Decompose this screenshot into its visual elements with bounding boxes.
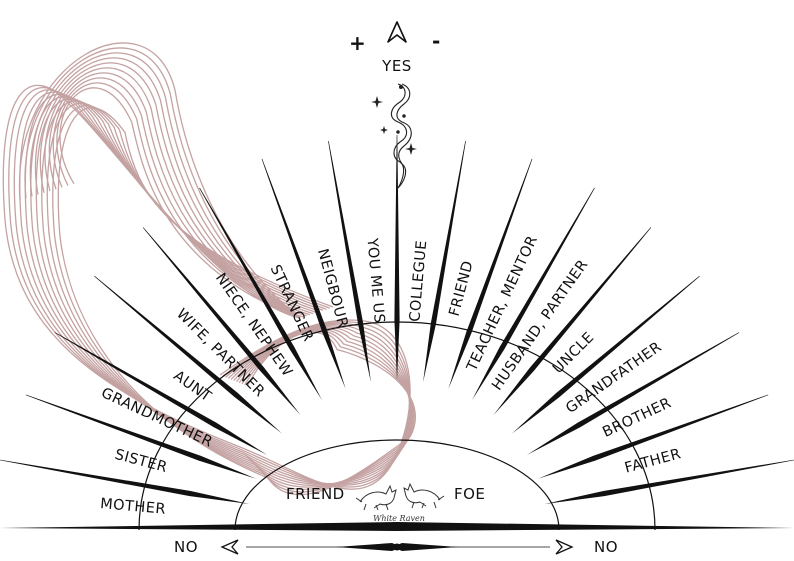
swirl-loop	[18, 42, 301, 319]
ray-line	[199, 187, 322, 401]
swirl-line	[8, 87, 411, 488]
swirl-loop	[29, 52, 301, 319]
friend-label: FRIEND	[286, 485, 345, 503]
swirl-loop	[24, 47, 301, 319]
swirl-loop	[44, 67, 301, 319]
no-right-label: NO	[594, 538, 618, 556]
no-left-label: NO	[174, 538, 198, 556]
ray-label: FATHER	[623, 446, 683, 476]
ray-line	[0, 459, 250, 504]
ray-line	[94, 275, 283, 434]
inner-arc	[234, 439, 560, 531]
swirl-loop	[56, 82, 301, 319]
swirl-loop	[35, 57, 301, 319]
ray-line	[544, 459, 794, 504]
ray-line	[25, 394, 257, 479]
right-chevron-icon	[555, 539, 574, 555]
ray-line	[448, 158, 533, 390]
brand-label: White Raven	[373, 514, 425, 523]
minus-sign: -	[432, 29, 440, 53]
ray-line	[526, 332, 740, 455]
left-chevron-icon	[220, 539, 239, 555]
snake-icon	[390, 83, 412, 189]
ray-label: SISTER	[113, 447, 169, 476]
ray-line	[142, 227, 301, 416]
ray-line	[423, 140, 466, 383]
ray-label: MOTHER	[99, 496, 166, 518]
ornament-dot	[393, 543, 401, 551]
swirl-lines	[2, 42, 416, 496]
arrowhead-icon	[387, 21, 407, 43]
ray-line	[261, 158, 346, 390]
ray-label: FRIEND	[447, 259, 477, 318]
swirl-line	[57, 107, 416, 496]
swirl-loop	[48, 72, 301, 319]
ray-line	[394, 135, 400, 380]
swirl-line	[2, 84, 411, 490]
ray-label: YOU ME US	[363, 237, 386, 324]
cats-icon	[355, 482, 445, 511]
ray-line	[328, 140, 371, 383]
swirl-loop	[39, 62, 301, 319]
ray-line	[472, 187, 595, 401]
swirl-loop	[52, 77, 301, 319]
ray-label: COLLEGUE	[407, 239, 430, 322]
sparkle-icon	[371, 96, 417, 155]
swirl-loop	[59, 87, 301, 319]
ray-line	[537, 394, 769, 479]
plus-sign: +	[349, 31, 366, 55]
baseline	[0, 522, 794, 531]
foe-label: FOE	[454, 485, 485, 503]
ray-label: HUSBAND, PARTNER	[489, 257, 591, 394]
ray-line	[493, 227, 652, 416]
ray-line	[54, 332, 268, 455]
yes-label: YES	[381, 57, 412, 75]
ray-line	[511, 275, 700, 434]
